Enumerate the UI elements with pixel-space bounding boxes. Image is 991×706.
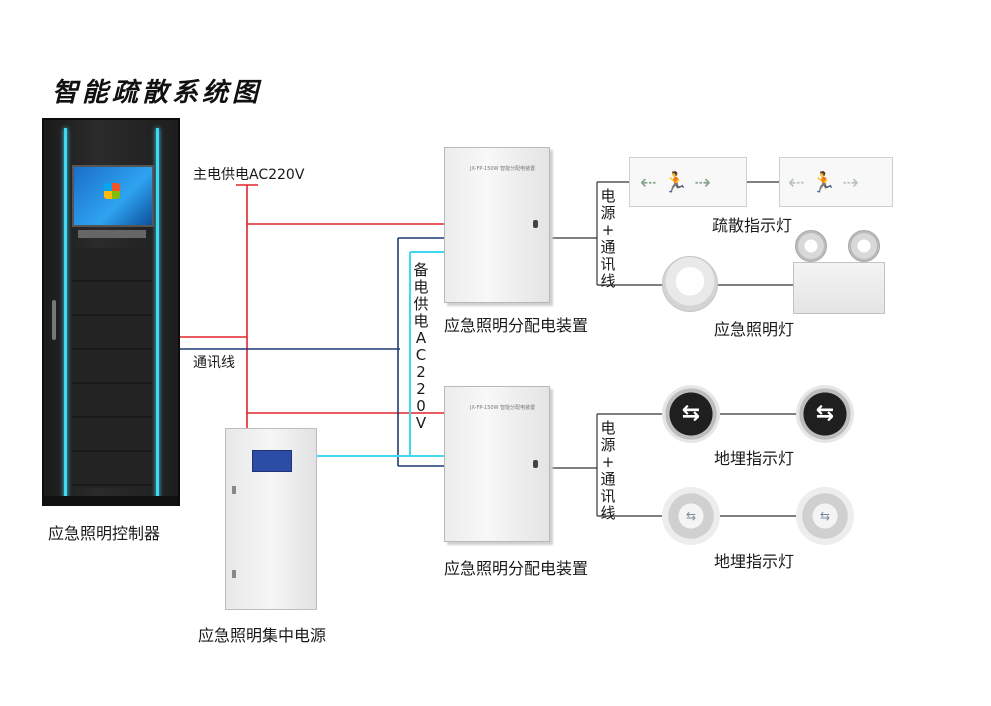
evacuation-sign-2: ⇠ 🏃 ⇢ — [779, 157, 893, 207]
twin-lamp-body — [793, 262, 885, 314]
distribution-box-plate: JX-FP-150W 智能分配电装置 — [470, 166, 536, 172]
distribution-box-top — [444, 147, 550, 303]
distribution-box-plate: JX-FP-150W 智能分配电装置 — [470, 405, 536, 411]
windows-logo-icon — [104, 183, 120, 199]
evac-sign-label: 疏散指示灯 — [712, 216, 793, 235]
box-lock-icon — [533, 460, 538, 468]
bidirectional-arrow-icon: ⇆ — [815, 401, 835, 426]
bidirectional-arrow-icon: ⇆ — [819, 509, 831, 523]
box-lock-icon — [533, 220, 538, 228]
power-comm-label-top: 电源+通讯线 — [600, 187, 616, 290]
lamp-head-icon — [795, 230, 827, 262]
running-man-exit-icon: ⇠ 🏃 ⇢ — [640, 170, 712, 194]
emergency-light-label: 应急照明灯 — [714, 320, 795, 339]
distribution-box-bottom — [444, 386, 550, 542]
bidirectional-arrow-icon: ⇆ — [685, 509, 697, 523]
controller-buttons — [78, 230, 146, 238]
distribution-box-top-label: 应急照明分配电装置 — [444, 316, 589, 335]
ceiling-emergency-lamp-icon — [662, 256, 718, 312]
cabinet-handle — [52, 300, 56, 340]
power-supply-lock-icon — [232, 486, 236, 494]
power-comm-label-bottom: 电源+通讯线 — [600, 419, 616, 522]
power-supply-display — [252, 450, 292, 472]
evacuation-sign-1: ⇠ 🏃 ⇢ — [629, 157, 747, 207]
cabinet-light-strip-left — [64, 128, 67, 500]
comm-line-label: 通讯线 — [193, 355, 235, 371]
comm-wires — [180, 237, 444, 467]
diagram-title: 智能疏散系统图 — [52, 78, 263, 108]
distribution-box-bottom-label: 应急照明分配电装置 — [444, 559, 589, 578]
floor-indicator-silver-2: ⇆ — [796, 487, 854, 545]
main-power-wires — [180, 184, 444, 428]
backup-power-wires — [317, 251, 444, 457]
cabinet-base — [44, 496, 178, 506]
controller-label: 应急照明控制器 — [48, 524, 161, 543]
bidirectional-arrow-icon: ⇆ — [681, 401, 701, 426]
floor-sign-label-1: 地埋指示灯 — [714, 449, 795, 468]
main-power-label: 主电供电AC220V — [193, 167, 305, 183]
floor-indicator-dark-2: ⇆ — [796, 385, 854, 443]
floor-indicator-silver-1: ⇆ — [662, 487, 720, 545]
cabinet-light-strip-right — [156, 128, 159, 500]
cabinet-door-panel — [72, 248, 152, 488]
floor-sign-label-2: 地埋指示灯 — [714, 552, 795, 571]
central-power-label: 应急照明集中电源 — [198, 626, 327, 645]
device-wires — [550, 181, 796, 517]
lamp-head-icon — [848, 230, 880, 262]
running-man-exit-icon: ⇠ 🏃 ⇢ — [788, 170, 860, 194]
floor-indicator-dark-1: ⇆ — [662, 385, 720, 443]
power-supply-lock-icon — [232, 570, 236, 578]
